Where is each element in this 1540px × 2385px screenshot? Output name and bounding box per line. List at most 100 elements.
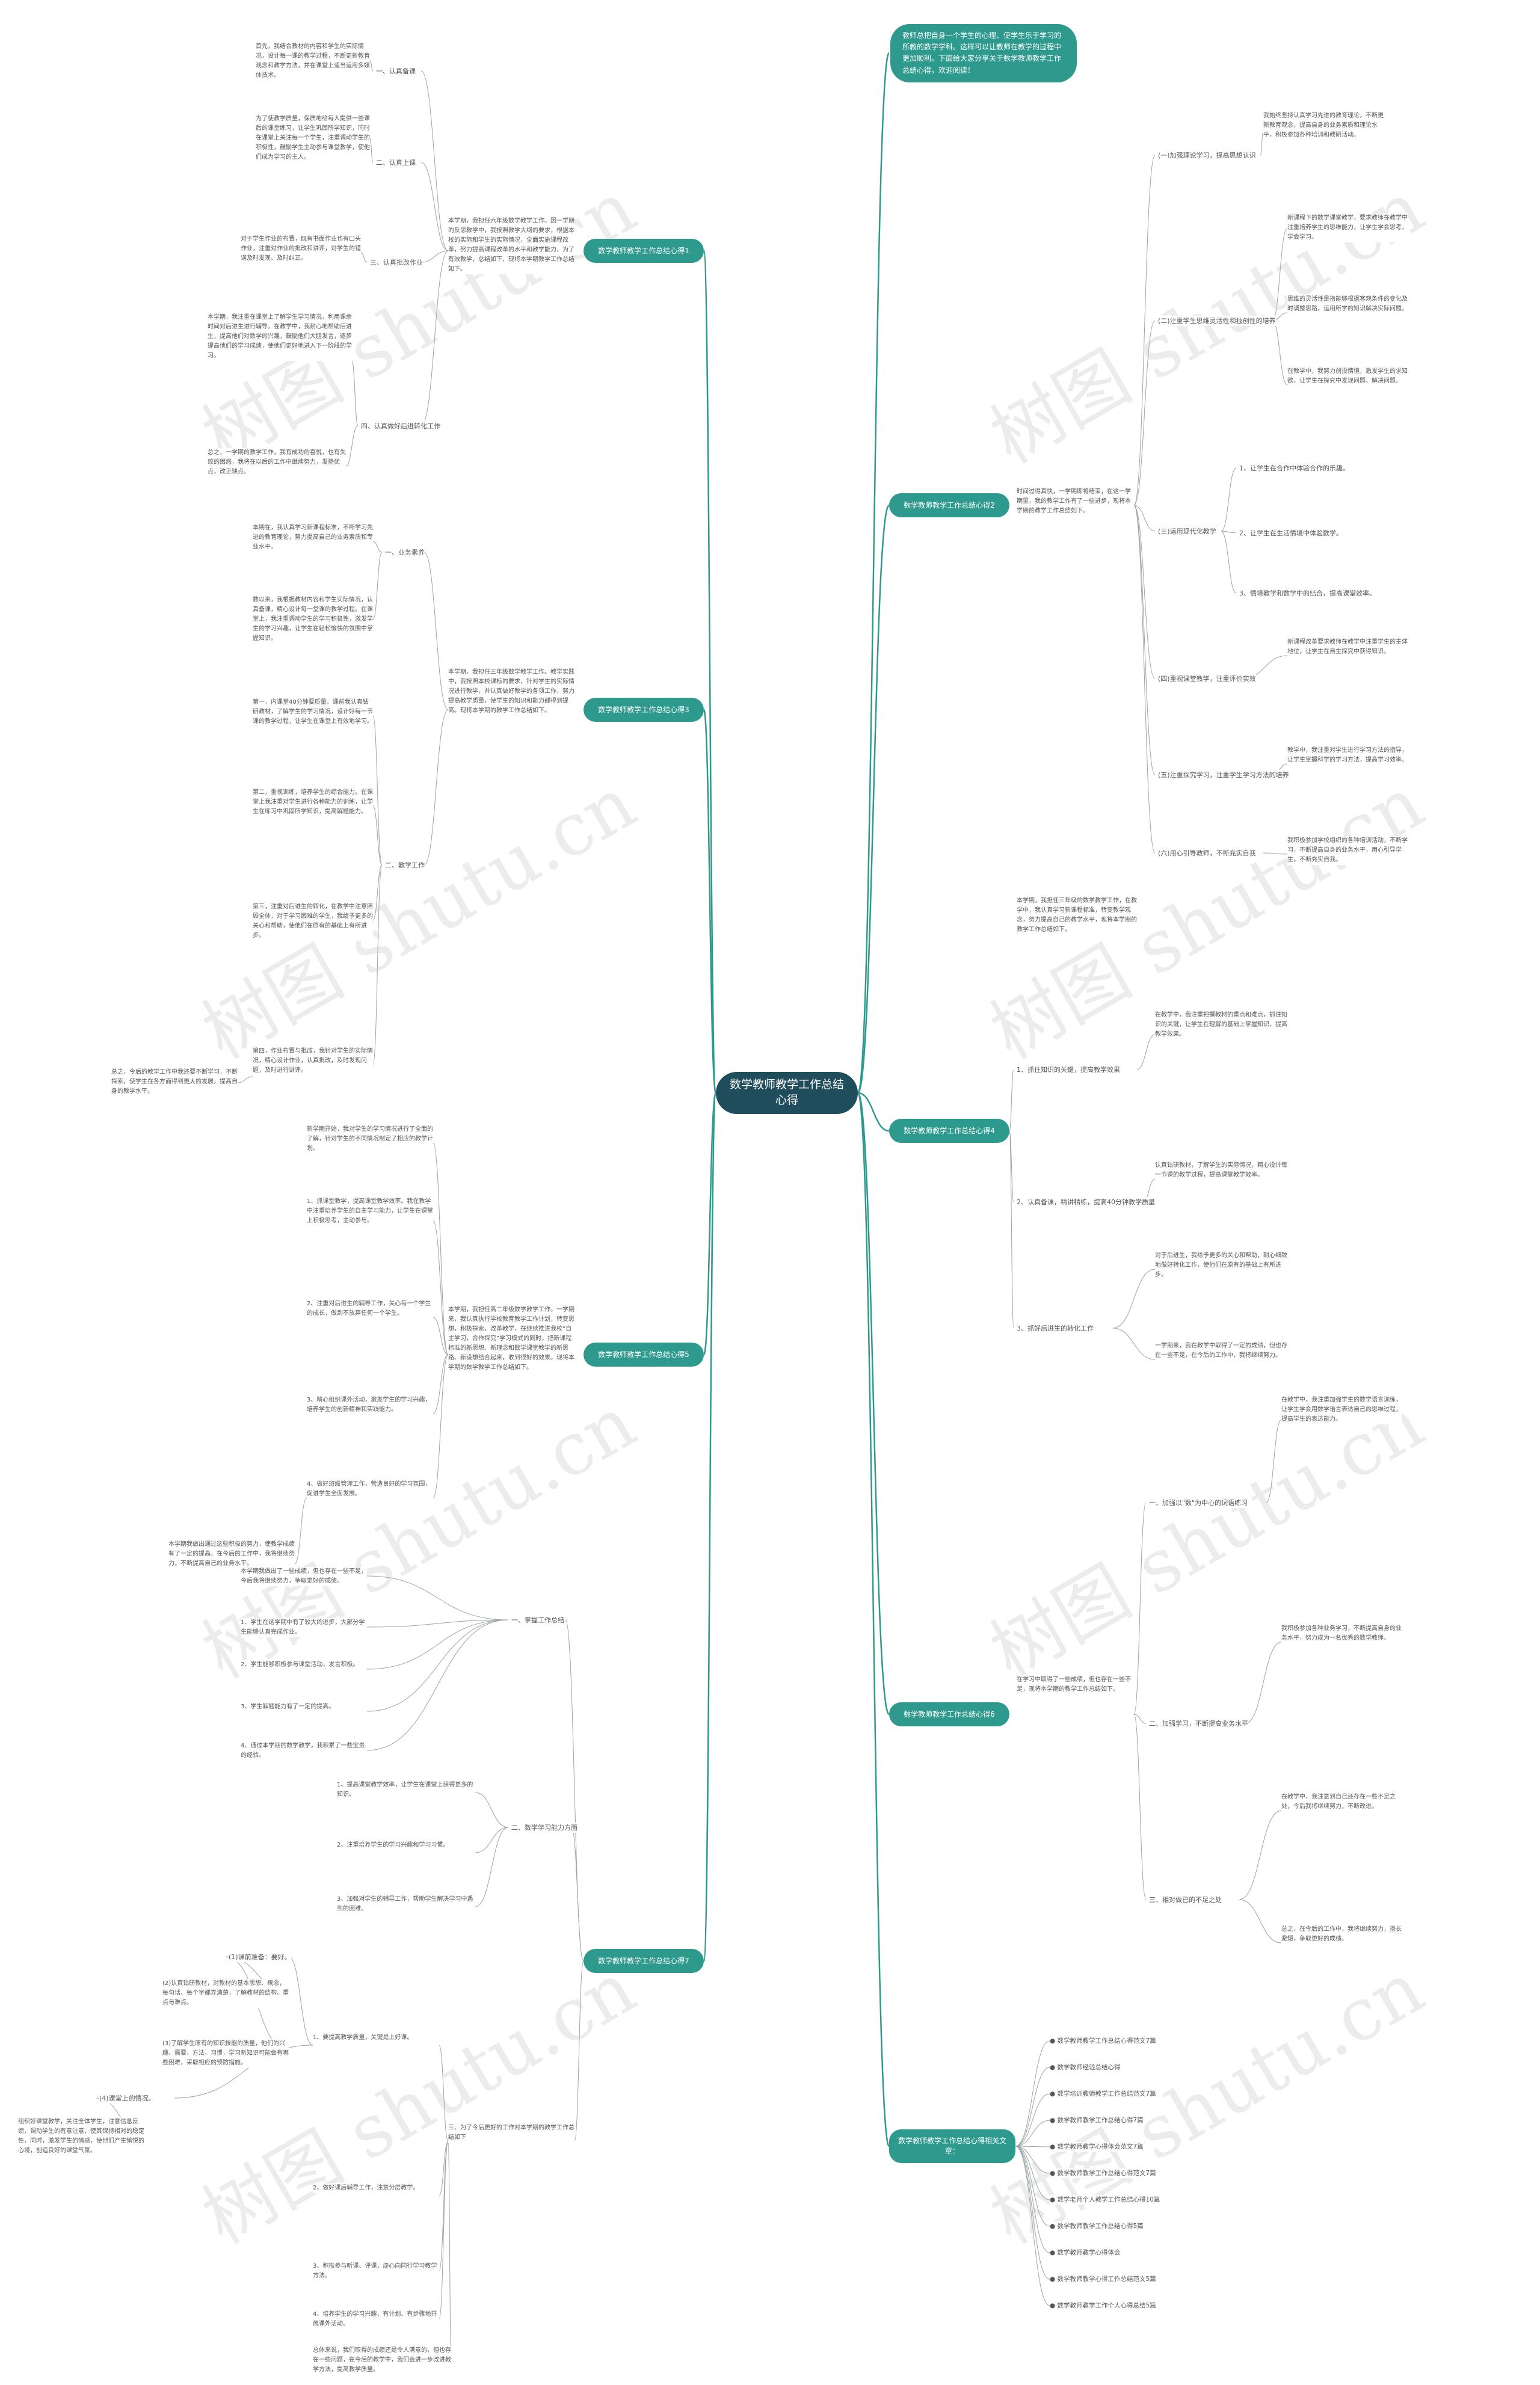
connector [448,2141,452,2359]
connector [439,2045,449,2142]
paragraph-2-3: 思维的灵活性是指能够根据客观条件的变化及时调整思路，运用所学的知识解决实际问题。 [1287,295,1408,314]
paragraph-5-5: 4、做好班级管理工作，营造良好的学习氛围，促进学生全面发展。 [307,1480,433,1499]
branch-6-2[interactable]: 二、加强学习，不断提高业务水平 [1149,1719,1248,1729]
summary-4: 本学期，我担任三年级的数学教学工作，在教学中，我认真学习新课程标准，转变教学观念… [1017,896,1137,935]
connector [439,2141,449,2196]
related-article-link[interactable]: ● 数学教师教学心得工作总结范文5篇 [1050,2274,1156,2285]
paragraph-7-7: 3、加强对学生的辅导工作，帮助学生解决学习中遇到的困难。 [337,1895,475,1914]
related-article-link[interactable]: ● 数学培训教师教学工作总结范文7篇 [1050,2089,1156,2099]
connector [1009,1130,1014,1329]
branch-7-2[interactable]: 二、数学学习能力方面 [511,1823,578,1833]
connector [1133,505,1156,854]
paragraph-5-1: 新学期开始，我对学生的学习情况进行了全面的了解，针对学生的不同情况制定了相应的教… [307,1125,433,1154]
paragraph-7-6: 2、注重培养学生的学习兴趣和学习习惯。 [337,1841,475,1850]
connector [1221,531,1237,594]
branch-2-1[interactable]: (一)加强理论学习，提高思想认识 [1158,150,1256,161]
branch-1-2[interactable]: 二、认真上课 [376,158,416,168]
topic-node-5[interactable]: 数学教师教学工作总结心得5 [584,1343,704,1367]
branch-4-2[interactable]: 2、认真备课，精讲精练，提高40分钟教学质量 [1017,1197,1155,1208]
connector [475,1827,509,1907]
summary-5: 本学期，我担任高二年级数学教学工作。一学期来，我认真执行学校教育教学工作计划，转… [448,1305,574,1373]
topic-node-7[interactable]: 数学教师教学工作总结心得7 [584,1949,704,1973]
branch-6-1[interactable]: 一、加强以"数"为中心的词语练习 [1149,1498,1248,1509]
paragraph-4-2: 认真钻研教材，了解学生的实际情况，精心设计每一节课的教学过程，提高课堂教学效率。 [1155,1161,1287,1180]
summary-2: 时间过得真快，一学期即将结束，在这一学期里，我的教学工作有了一些进步，现将本学期… [1017,487,1134,516]
connector [565,1619,584,1962]
branch-2-3-3[interactable]: 3、情境教学和数学中的结合，提高课堂效率。 [1239,588,1376,599]
connector [351,360,359,426]
connector [288,1956,313,2046]
connector [1133,505,1156,679]
connector [360,252,368,263]
branch-2-6[interactable]: (六)用心引导教师，不断充实自我 [1158,848,1256,859]
related-article-link[interactable]: ● 数学教师教学心得体会范文7篇 [1050,2142,1144,2152]
connector [1133,505,1156,532]
related-article-link[interactable]: ● 数学教师教学工作个人心得总结5篇 [1050,2301,1156,2311]
connector [1015,2120,1050,2147]
connector [372,864,383,1065]
paragraph-3-6: 第四，作业布置与批改，我针对学生的实际情况，精心设计作业，认真批改，及时发现问题… [253,1047,373,1076]
branch-2-3[interactable]: (三)运用现代化教学 [1158,526,1216,537]
connector [1133,505,1156,775]
branch-4-3[interactable]: 3、抓好后进生的转化工作 [1017,1323,1094,1334]
branch-1-1[interactable]: 一、认真备课 [376,66,416,77]
related-article-link[interactable]: ● 数学教师经验总结心得 [1050,2063,1121,2073]
summary-6: 在学习中取得了一些成绩，但也存在一些不足，现将本学期的教学工作总结如下。 [1017,1675,1134,1694]
related-article-link[interactable]: ● 数学教师教学工作总结心得范文7篇 [1050,2168,1156,2179]
branch-7-prep[interactable]: (1)课前准备：要好。 [229,1952,291,1963]
topic-node-1[interactable]: 数学教师教学工作总结心得1 [584,239,704,263]
connector [1221,467,1237,532]
branch-2-4[interactable]: (四)重视课堂教学，注重评价实效 [1158,674,1256,685]
topic-node-related[interactable]: 数学教师教学工作总结心得相关文章： [889,2129,1015,2163]
related-article-link[interactable]: ● 数学教师教学工作总结心得5篇 [1050,2221,1144,2232]
central-topic[interactable]: 数学教师教学工作总结心得 [716,1072,858,1114]
paragraph-3-2: 数以来，我根据教材内容和学生实际情况，认真备课，精心设计每一堂课的教学过程。在课… [253,595,373,644]
connector [1015,2146,1050,2306]
connector [345,425,359,467]
connector [366,1575,509,1620]
branch-3-1[interactable]: 一、业务素养 [385,547,425,558]
paragraph-7-16: 4、培养学生的学习兴趣，有计划、有步骤地开展课外活动。 [313,2310,439,2329]
branch-2-5[interactable]: (五)注重探究学习，注重学生学习方法的培养 [1158,770,1289,781]
branch-2-3-2[interactable]: 2、让学生在生活情境中体验数学。 [1239,528,1343,539]
paragraph-7-2: 2、学生能够积极参与课堂活动，发言积极。 [241,1660,367,1670]
connector [1015,2093,1050,2147]
connector [1112,1328,1156,1360]
branch-7-3[interactable]: 三、为了今后更好的工作对本学期的教学工作总结如下 [448,2123,574,2143]
connector [1015,2146,1050,2227]
connector [372,805,383,866]
branch-4-1[interactable]: 1、抓住知识的关键，提高教学效果 [1017,1065,1120,1076]
paragraph-2-4: 在教学中，我努力创设情境，激发学生的求知欲，让学生在探究中发现问题、解决问题。 [1287,367,1408,386]
paragraph-3-7: 总之，今后的教学工作中我还要不断学习，不断探索，使学生在各方面得到更大的发展，提… [111,1068,238,1097]
branch-2-2[interactable]: (二)注重学生思维灵活性和独创性的培养 [1158,316,1276,327]
paragraph-7-4: 4、通过本学期的数学教学，我积累了一些宝贵的经验。 [241,1741,367,1761]
connector [1015,2146,1050,2253]
branch-3-2[interactable]: 二、教学工作 [385,860,425,871]
branch-1-4[interactable]: 四、认真做好后进转化工作 [361,421,440,432]
topic-node-2[interactable]: 数学教师教学工作总结心得2 [889,493,1009,517]
topic-node-6[interactable]: 数学教师教学工作总结心得6 [889,1702,1009,1726]
connector [420,250,449,426]
topic-node-4[interactable]: 数学教师教学工作总结心得4 [889,1119,1009,1143]
branch-6-3[interactable]: 三、相对做已的不足之处 [1149,1895,1222,1906]
related-article-link[interactable]: ● 数学老师个人教学工作总结心得10篇 [1050,2195,1160,2205]
branch-1-3[interactable]: 三、认真批改作业 [370,257,423,268]
intro-bubble[interactable]: 教师总把自身一个学生的心理、使学生乐于学习的所教的数学学科。这样可以让教师在教学… [890,24,1077,82]
connector [857,504,890,1094]
connector [1009,1069,1014,1131]
related-article-link[interactable]: ● 数学教师教学心得体会 [1050,2248,1121,2258]
connector [433,1354,449,1498]
related-article-link[interactable]: ● 数学教师教学工作总结心得7篇 [1050,2116,1144,2126]
related-article-link[interactable]: ● 数学教师教学工作总结心得范文7篇 [1050,2036,1156,2046]
connector [1015,2146,1050,2147]
branch-7-1[interactable]: 一、掌握工作总结 [511,1615,564,1626]
branch-7-class[interactable]: (4)课堂上的情况。 [99,2093,155,2104]
connector [857,1092,890,1132]
topic-node-3[interactable]: 数学教师教学工作总结心得3 [584,698,704,722]
connector [703,1092,717,1356]
paragraph-4-4: 一学期来，我在教学中取得了一定的成绩，但也存在一些不足，在今后的工作中，我将继续… [1155,1341,1287,1361]
branch-2-3-1[interactable]: 1、让学生在合作中体验合作的乐趣。 [1239,463,1349,474]
connector [369,138,374,163]
connector [424,709,449,866]
